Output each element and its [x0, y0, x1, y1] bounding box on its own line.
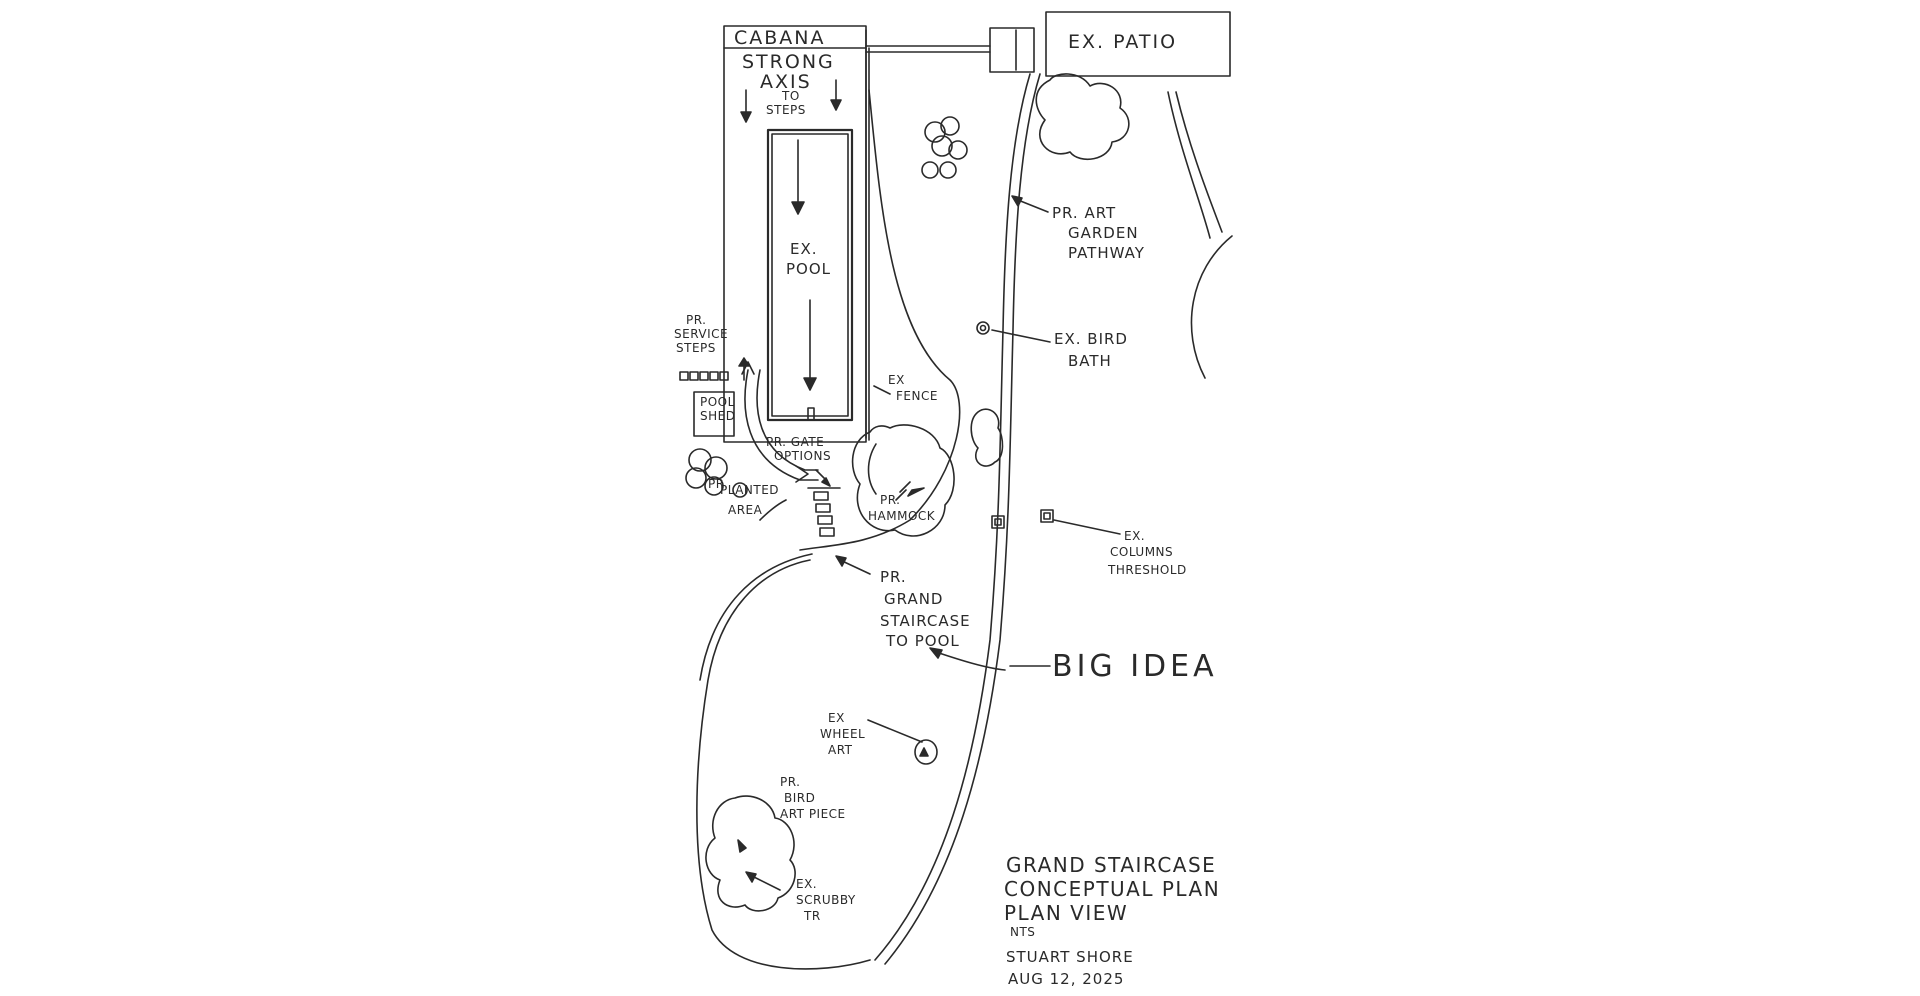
hammock-tree — [851, 424, 955, 537]
label-bird-art-3: ART PIECE — [780, 807, 846, 821]
label-strong-axis-3: TO — [781, 89, 800, 103]
leader-lines — [738, 195, 1121, 891]
label-service-steps-1: PR. — [686, 313, 706, 327]
title-line3: PLAN VIEW — [1004, 901, 1128, 925]
label-ex-fence-2: FENCE — [896, 389, 938, 403]
label-bird-art-2: BIRD — [784, 791, 815, 805]
label-staircase-2: GRAND — [884, 590, 943, 608]
label-staircase-4: TO POOL — [885, 632, 960, 650]
title-block: GRAND STAIRCASE CONCEPTUAL PLAN PLAN VIE… — [1004, 853, 1220, 988]
label-scrubby-1: EX. — [796, 877, 817, 891]
service-walk — [679, 361, 819, 483]
label-strong-axis-1: STRONG — [742, 51, 835, 73]
label-ex-fence-1: EX — [888, 373, 905, 387]
plan-labels: CABANA STRONG AXIS TO STEPS EX. POOL EX.… — [674, 27, 1218, 923]
label-ex-pool-1: EX. — [790, 240, 818, 258]
label-wheel-2: WHEEL — [820, 727, 865, 741]
label-art-path-1: PR. ART — [1052, 204, 1116, 222]
label-service-steps-3: STEPS — [676, 341, 716, 355]
cabana-pool-enclosure — [723, 25, 870, 443]
label-bird-bath-1: EX. BIRD — [1054, 330, 1128, 348]
label-art-path-2: GARDEN — [1068, 224, 1139, 242]
planted-area-shrubs — [685, 448, 748, 498]
grand-staircase — [807, 487, 841, 537]
title-line1: GRAND STAIRCASE — [1006, 853, 1216, 877]
columns-threshold — [991, 509, 1054, 529]
label-planted-3: AREA — [728, 503, 763, 517]
wheel-art — [914, 739, 938, 765]
label-planted-1: PR. — [708, 477, 728, 491]
label-bird-bath-2: BATH — [1068, 352, 1112, 370]
bird-bath — [976, 321, 990, 335]
label-bird-art-1: PR. — [780, 775, 800, 789]
label-wheel-3: ART — [828, 743, 853, 757]
label-gate-1: PR. GATE — [766, 435, 824, 449]
bird-art-tree — [705, 795, 796, 912]
label-pool-shed-2: SHED — [700, 409, 735, 423]
patio-tree — [1035, 73, 1130, 160]
label-gate-2: OPTIONS — [774, 449, 831, 463]
label-scrubby-3: TR — [803, 909, 821, 923]
label-columns-1: EX. — [1124, 529, 1145, 543]
right-lawn-edge — [1167, 91, 1233, 379]
pool-shed — [693, 391, 735, 437]
lower-lawn-boundary — [696, 89, 961, 970]
ex-patio — [865, 11, 1231, 77]
ex-pool — [766, 128, 854, 422]
shrub-cluster — [921, 116, 968, 179]
label-hammock-2: HAMMOCK — [868, 509, 936, 523]
label-scrubby-2: SCRUBBY — [796, 893, 856, 907]
label-pool-shed-1: POOL — [700, 395, 735, 409]
label-service-steps-2: SERVICE — [674, 327, 728, 341]
label-staircase-3: STAIRCASE — [880, 612, 971, 630]
title-line4: NTS — [1010, 925, 1035, 939]
label-planted-2: PLANTED — [720, 483, 779, 497]
label-columns-3: THRESHOLD — [1107, 563, 1187, 577]
title-author: STUART SHORE — [1006, 948, 1134, 966]
label-wheel-1: EX — [828, 711, 845, 725]
fence-shrub — [970, 408, 1004, 467]
label-ex-pool-2: POOL — [786, 260, 831, 278]
label-staircase-1: PR. — [880, 568, 907, 586]
title-line2: CONCEPTUAL PLAN — [1004, 877, 1220, 901]
title-date: AUG 12, 2025 — [1008, 970, 1124, 988]
label-strong-axis-2: AXIS — [760, 71, 812, 93]
label-columns-2: COLUMNS — [1110, 545, 1173, 559]
label-strong-axis-4: STEPS — [766, 103, 806, 117]
label-hammock-1: PR. — [880, 493, 900, 507]
label-big-idea: BIG IDEA — [1052, 649, 1218, 684]
label-ex-patio: EX. PATIO — [1068, 31, 1177, 53]
label-art-path-3: PATHWAY — [1068, 244, 1145, 262]
strong-axis-arrows — [740, 79, 842, 391]
label-cabana: CABANA — [734, 27, 826, 49]
